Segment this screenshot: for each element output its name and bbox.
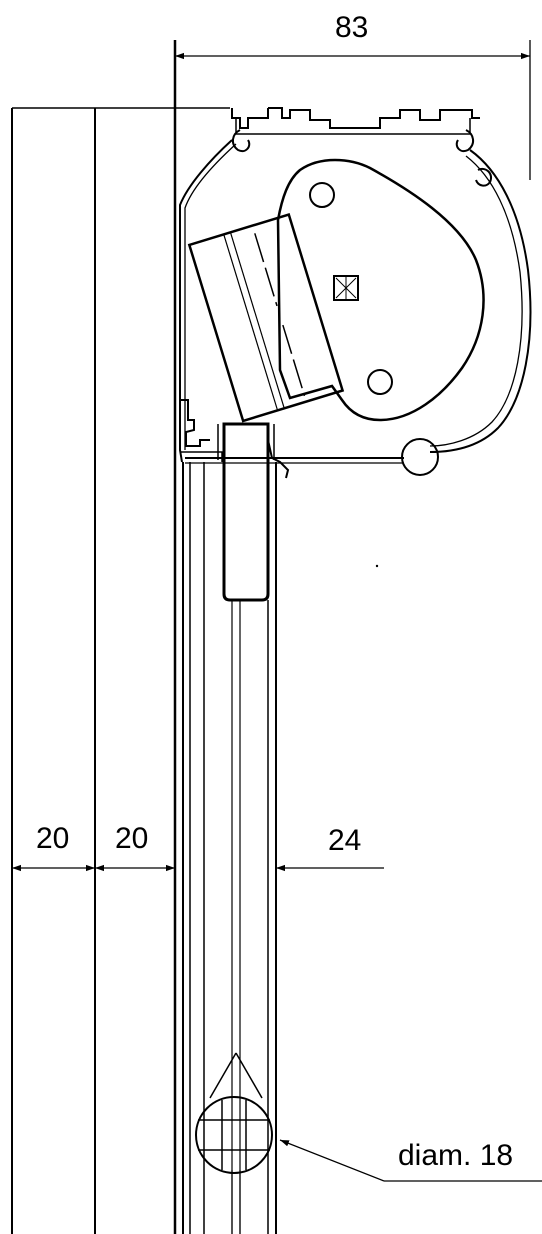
diameter-leader: diam. 18 (279, 1139, 542, 1182)
weight-bar (195, 1052, 273, 1234)
stray-mark (375, 564, 379, 568)
roller-tube (187, 212, 345, 423)
guide-rails (182, 462, 277, 1234)
dimension-20-left-label: 20 (36, 822, 69, 855)
dimension-top: 83 (175, 11, 531, 180)
dimension-row: 20 20 24 (12, 822, 384, 872)
motor-bracket (276, 158, 485, 422)
bottom-bar-head (217, 422, 275, 602)
cassette-housing (179, 107, 532, 479)
diameter-label: diam. 18 (398, 1139, 513, 1172)
dimension-83-label: 83 (335, 11, 368, 44)
dimension-24-label: 24 (328, 824, 361, 857)
dimension-20-right-label: 20 (115, 822, 148, 855)
wall-lines (11, 40, 230, 1234)
